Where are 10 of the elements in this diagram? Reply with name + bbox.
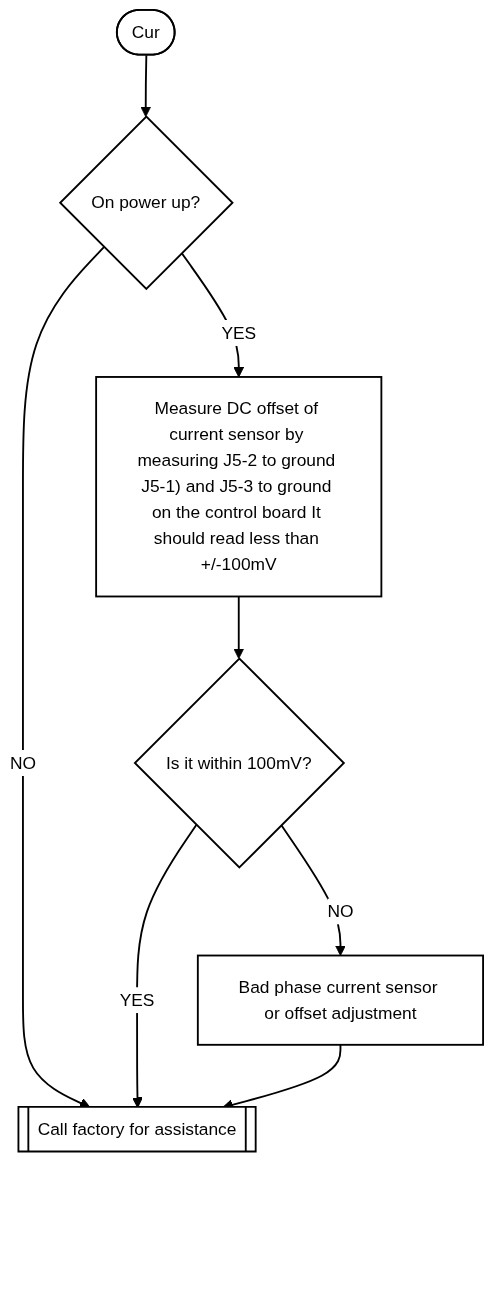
edge-label: NO xyxy=(327,900,354,921)
node-diamond: Is it within 100mV? xyxy=(133,657,346,869)
edge-label: YES xyxy=(221,322,257,343)
edge-label: YES xyxy=(119,989,155,1010)
node-diamond: On power up? xyxy=(58,115,234,291)
arrow xyxy=(233,595,245,659)
node-box: Measure DC offset of current sensor by measuring J5-2 to ground J5-1) and J5-3 to ground on the control board It should read less than +/-100mV xyxy=(95,376,383,598)
arrow xyxy=(140,54,152,118)
node-box: Bad phase current sensor or offset adjustment xyxy=(196,954,484,1046)
edge-label: NO xyxy=(9,752,36,773)
